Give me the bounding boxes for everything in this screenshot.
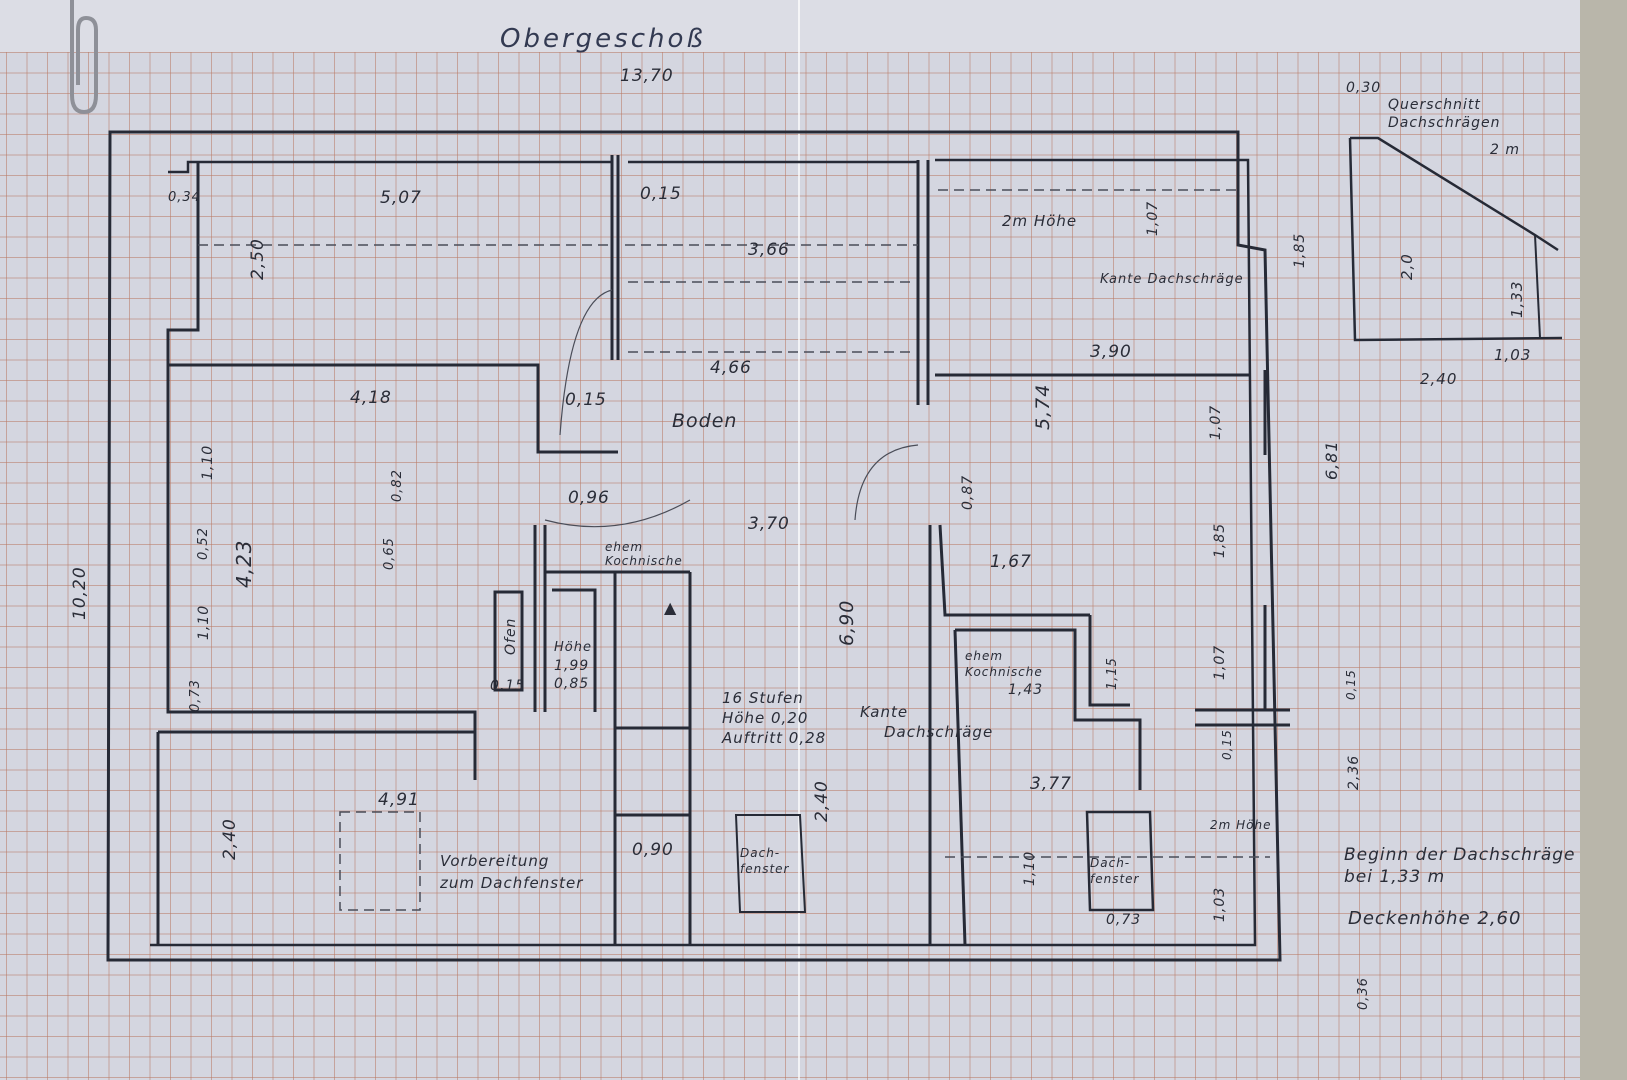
roof-slope-note-line1: Beginn der Dachschräge	[1344, 845, 1576, 865]
cs-height: 2,0	[1398, 253, 1416, 280]
room-bottom-right-width: 3,77	[1030, 774, 1072, 794]
right-bottom-dim-1: 1,10	[1022, 850, 1038, 886]
right-bottom-outer-small: 0,15	[1344, 669, 1358, 700]
right-bottom-dim-3: 0,15	[1220, 729, 1234, 760]
dachfenster-right-line2: fenster	[1090, 872, 1140, 886]
cs-low-wall: 1,33	[1508, 280, 1526, 318]
window-seg-4: 0,73	[188, 679, 203, 712]
right-outer-height: 6,81	[1322, 440, 1341, 480]
room-bottom-left-height: 2,40	[220, 818, 240, 860]
roof-slope-note: Beginn der Dachschräge bei 1,33 m	[1344, 844, 1576, 888]
edge-note: Kante Dachschräge	[860, 702, 993, 742]
right-niche-depth: 1,15	[1105, 657, 1120, 690]
cs-title: Querschnitt Dachschrägen	[1388, 96, 1501, 132]
door-seg-1: 0,82	[390, 469, 405, 502]
dachfenster-right-label: Dach- fenster	[1090, 855, 1140, 887]
room-top-right-height: 5,74	[1032, 383, 1054, 430]
right-dim-1: 1,07	[1145, 200, 1161, 236]
cs-base: 2,40	[1420, 370, 1458, 388]
outer-wall-bottom: 0,36	[1356, 977, 1371, 1010]
plan-title: Obergeschoß	[500, 24, 706, 54]
dachfenster-right-line1: Dach-	[1090, 856, 1131, 870]
overall-width: 13,70	[620, 66, 674, 86]
hall-label: Boden	[672, 410, 738, 432]
right-bottom-outer-height: 2,36	[1346, 754, 1362, 790]
hall-dim-090: 0,90	[632, 840, 674, 860]
hall-width-low: 3,70	[748, 514, 790, 534]
ceiling-height-note: Deckenhöhe 2,60	[1348, 908, 1522, 929]
cs-title-line1: Querschnitt	[1388, 97, 1481, 113]
dachfenster-left-line1: Dach-	[740, 846, 781, 860]
cs-title-line2: Dachschrägen	[1388, 115, 1501, 131]
right-bottom-height-note: 2m Höhe	[1210, 818, 1272, 832]
cs-small: 1,03	[1494, 346, 1532, 364]
roof-slope-note-line2: bei 1,33 m	[1344, 867, 1446, 887]
outer-wall	[106, 130, 1282, 962]
room-bottom-left-width: 4,91	[378, 790, 420, 810]
dachfenster-left-line2: fenster	[740, 862, 790, 876]
stairs-note-line1: 16 Stufen	[722, 689, 804, 707]
stairs-note-line2: Höhe 0,20	[722, 709, 809, 727]
right-niche-width: 1,43	[1008, 682, 1044, 698]
niche-width: 0,85	[554, 676, 590, 692]
right-dim-167: 1,67	[990, 552, 1032, 572]
paper-margin	[0, 0, 1580, 52]
door-seg-2: 0,65	[382, 537, 397, 570]
outer-wall-left: 0,34	[168, 190, 201, 205]
room-mid-left-width: 4,18	[350, 388, 392, 408]
overall-height: 10,20	[70, 566, 90, 620]
hall-wall-2: 0,15	[565, 390, 607, 410]
hall-width-top: 3,66	[748, 240, 790, 260]
right-dim-4: 1,85	[1212, 522, 1228, 558]
niche-wall: 0,15	[490, 678, 526, 694]
window-seg-3: 1,10	[196, 604, 212, 640]
right-top-height-note: 2m Höhe	[1002, 212, 1078, 230]
stairs-note: 16 Stufen Höhe 0,20 Auftritt 0,28	[722, 688, 826, 748]
window-seg-2: 0,52	[196, 527, 211, 560]
room-top-left-height: 2,50	[248, 238, 268, 280]
oven-label: Ofen	[503, 617, 519, 655]
hall-width-mid: 4,66	[710, 358, 752, 378]
edge-note-line2: Dachschräge	[884, 723, 994, 741]
right-dim-3: 1,07	[1208, 404, 1224, 440]
room-mid-left-height: 4,23	[232, 539, 256, 588]
right-bottom-dim-2: 1,03	[1212, 886, 1228, 922]
right-door: 0,87	[960, 474, 976, 510]
right-top-edge-note: Kante Dachschräge	[1100, 272, 1244, 287]
dachfenster-right-width: 0,73	[1106, 912, 1142, 928]
right-dim-5: 1,07	[1212, 644, 1228, 680]
stairs-up-arrow-icon: ▲	[664, 598, 677, 617]
right-niche-label: ehem Kochnische	[965, 649, 1043, 679]
hall-wall-1: 0,15	[640, 184, 682, 204]
hall-dim-240: 2,40	[812, 780, 832, 822]
right-dim-2: 1,85	[1292, 232, 1308, 268]
edge-note-line1: Kante	[860, 703, 909, 721]
dachfenster-left-label: Dach- fenster	[740, 845, 790, 877]
paper-fold	[798, 0, 800, 1080]
paperclip-icon	[70, 0, 98, 115]
graph-paper	[0, 0, 1580, 1080]
niche-height-label: Höhe	[554, 640, 592, 655]
cs-top: 0,30	[1346, 80, 1382, 96]
niche-height: 1,99	[554, 658, 590, 674]
room-top-left-width: 5,07	[380, 188, 422, 208]
room-top-right-width: 3,90	[1090, 342, 1132, 362]
kitchen-niche-label: ehem Kochnische	[605, 540, 683, 568]
prep-dachfenster-note: Vorbereitung zum Dachfenster	[440, 852, 584, 892]
stairs-note-line3: Auftritt 0,28	[722, 729, 827, 747]
window-seg-1: 1,10	[200, 444, 216, 480]
cs-mark: 2 m	[1490, 142, 1520, 158]
hall-door: 0,96	[568, 488, 610, 508]
hall-height: 6,90	[836, 599, 858, 646]
